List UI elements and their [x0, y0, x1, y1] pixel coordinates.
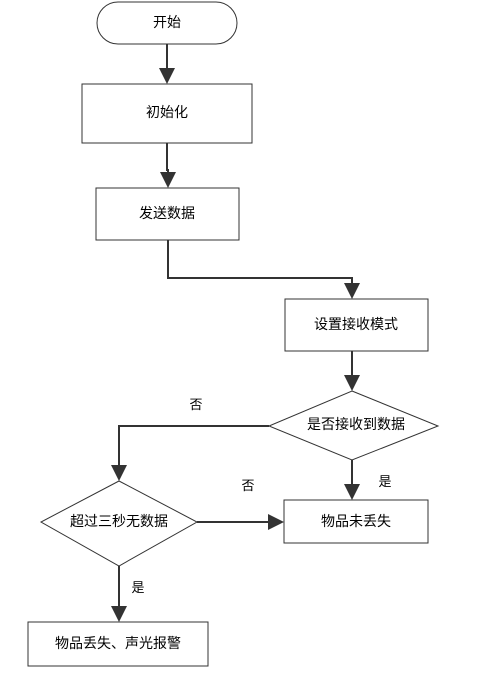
received-check-no-label: 否	[189, 398, 203, 413]
lost-alarm-label: 物品丢失、声光报警	[55, 636, 181, 652]
start-label: 开始	[153, 15, 181, 31]
init-process-box	[81, 83, 253, 144]
edge-send-to-receive-mode	[167, 240, 360, 299]
timeout-check-decision	[39, 480, 199, 567]
lost-alarm-process-box	[27, 621, 209, 667]
edge-check-no-to-timeout	[111, 425, 269, 481]
not-lost-label: 物品未丢失	[321, 514, 391, 530]
timeout-check-no-label: 否	[241, 479, 255, 494]
timeout-check-label: 超过三秒无数据	[70, 514, 168, 530]
received-check-yes-label: 是	[378, 475, 392, 490]
init-label: 初始化	[146, 105, 188, 121]
timeout-check-yes-label: 是	[131, 581, 145, 596]
receive-mode-label: 设置接收模式	[314, 317, 398, 333]
receive-mode-process-box	[284, 298, 429, 352]
edge-init-to-send	[160, 143, 176, 188]
not-lost-process-box	[283, 499, 429, 544]
start-terminator	[96, 1, 238, 45]
received-check-label: 是否接收到数据	[307, 417, 405, 433]
send-process-box	[95, 187, 240, 241]
received-check-decision	[267, 390, 440, 461]
send-label: 发送数据	[139, 206, 195, 222]
